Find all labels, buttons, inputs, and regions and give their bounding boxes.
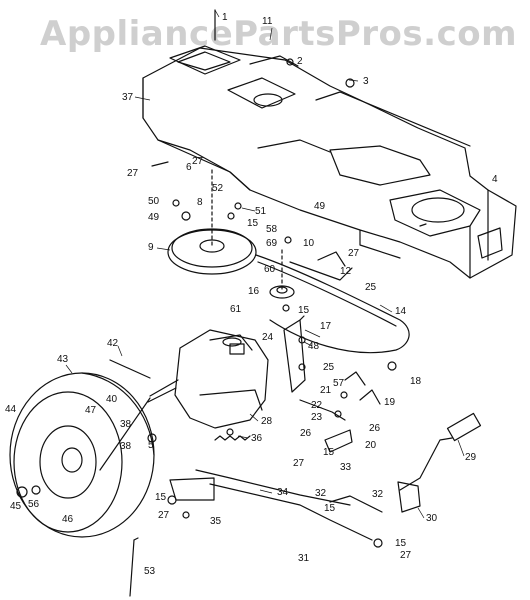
callout-15e: 15 [324,503,336,514]
callout-38a: 38 [120,419,132,430]
callout-8: 8 [197,197,203,208]
callout-3: 3 [363,76,369,87]
clutch-brake-rods [169,469,383,541]
shift-bracket [283,315,306,393]
drive-pulley [167,169,257,275]
leader-lines [65,9,465,519]
callout-52: 52 [212,183,224,194]
callout-16: 16 [248,286,260,297]
callout-27a: 27 [127,168,139,179]
callout-labels: 1 2 3 4 5 6 8 9 10 11 12 14 15 15 15 15 … [5,12,498,577]
callout-30: 30 [426,513,438,524]
callout-51: 51 [255,206,267,217]
callout-32a: 32 [315,488,327,499]
callout-38b: 38 [120,441,132,452]
callout-33: 33 [340,462,352,473]
callout-20: 20 [365,440,377,451]
callout-36: 36 [251,433,263,444]
idler-assembly [269,249,353,299]
callout-23: 23 [311,412,323,423]
callout-27b: 27 [192,156,204,167]
callout-32b: 32 [372,489,384,500]
transaxle [147,329,269,429]
callout-26b: 26 [300,428,312,439]
callout-56: 56 [28,499,40,510]
callout-18: 18 [410,376,422,387]
callout-49a: 49 [148,212,160,223]
callout-1: 1 [222,12,228,23]
callout-26a: 26 [369,423,381,434]
callout-35: 35 [210,516,222,527]
callout-69: 69 [266,238,278,249]
callout-25b: 25 [323,362,335,373]
callout-27c: 27 [348,248,360,259]
callout-19: 19 [384,397,396,408]
callout-42: 42 [107,338,119,349]
callout-27d: 27 [293,458,305,469]
callout-5: 5 [148,440,154,451]
callout-43: 43 [57,354,69,365]
callout-14: 14 [395,306,407,317]
callout-31: 31 [298,553,310,564]
callout-11: 11 [262,16,273,27]
rear-wheel [9,372,155,538]
clutch-brake-pedal [397,412,482,513]
rod-53 [129,537,139,597]
callout-49b: 49 [314,201,326,212]
callout-27e: 27 [158,510,170,521]
callout-37: 37 [122,92,134,103]
callout-45: 45 [10,501,22,512]
shift-linkage [299,371,381,453]
callout-57: 57 [333,378,345,389]
callout-53: 53 [144,566,156,577]
hardware [16,9,427,548]
callout-29: 29 [465,452,477,463]
callout-24: 24 [262,332,274,343]
rod-42 [109,359,151,379]
callout-2: 2 [297,56,303,67]
callout-15f: 15 [395,538,407,549]
callout-15a: 15 [247,218,259,229]
chassis-frame [142,45,517,279]
callout-4: 4 [492,174,498,185]
callout-44: 44 [5,404,17,415]
callout-28: 28 [261,416,273,427]
callout-34: 34 [277,487,289,498]
callout-27f: 27 [400,550,412,561]
callout-48: 48 [308,341,320,352]
callout-15d: 15 [155,492,167,503]
callout-9: 9 [148,242,154,253]
callout-50: 50 [148,196,160,207]
callout-60: 60 [264,264,276,275]
callout-61: 61 [230,304,242,315]
callout-46: 46 [62,514,74,525]
callout-47: 47 [85,405,97,416]
callout-25a: 25 [365,282,377,293]
callout-15c: 15 [323,447,335,458]
callout-10: 10 [303,238,315,249]
callout-58: 58 [266,224,278,235]
callout-22: 22 [311,400,323,411]
callout-6: 6 [186,162,192,173]
callout-40: 40 [106,394,118,405]
drive-belt [255,254,410,354]
watermark: AppliancePartsPros.com [40,14,518,54]
callout-21: 21 [320,385,332,396]
spring [214,435,251,441]
callout-17: 17 [320,321,332,332]
callout-15b: 15 [298,305,310,316]
callout-12: 12 [340,266,352,277]
